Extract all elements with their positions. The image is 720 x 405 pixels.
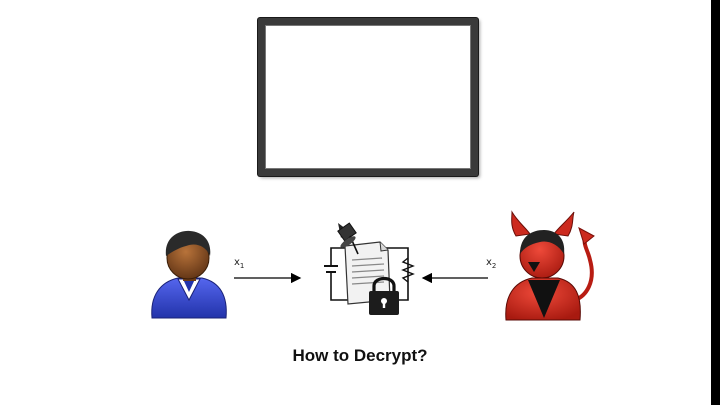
- circuit-icon: [324, 247, 415, 301]
- user-icon: [151, 230, 227, 319]
- padlock-icon: [369, 276, 399, 315]
- pushpin-icon: [337, 222, 359, 255]
- label-x1: x1: [234, 257, 245, 270]
- encrypted-document-icon: [324, 222, 415, 315]
- caption: How to Decrypt?: [292, 346, 428, 365]
- document-icon: [344, 241, 391, 305]
- label-x2: x2: [486, 257, 497, 270]
- devil-icon: [505, 210, 595, 321]
- frame-inner: [265, 25, 471, 169]
- right-edge-bar: [711, 0, 720, 405]
- empty-frame: [258, 18, 478, 176]
